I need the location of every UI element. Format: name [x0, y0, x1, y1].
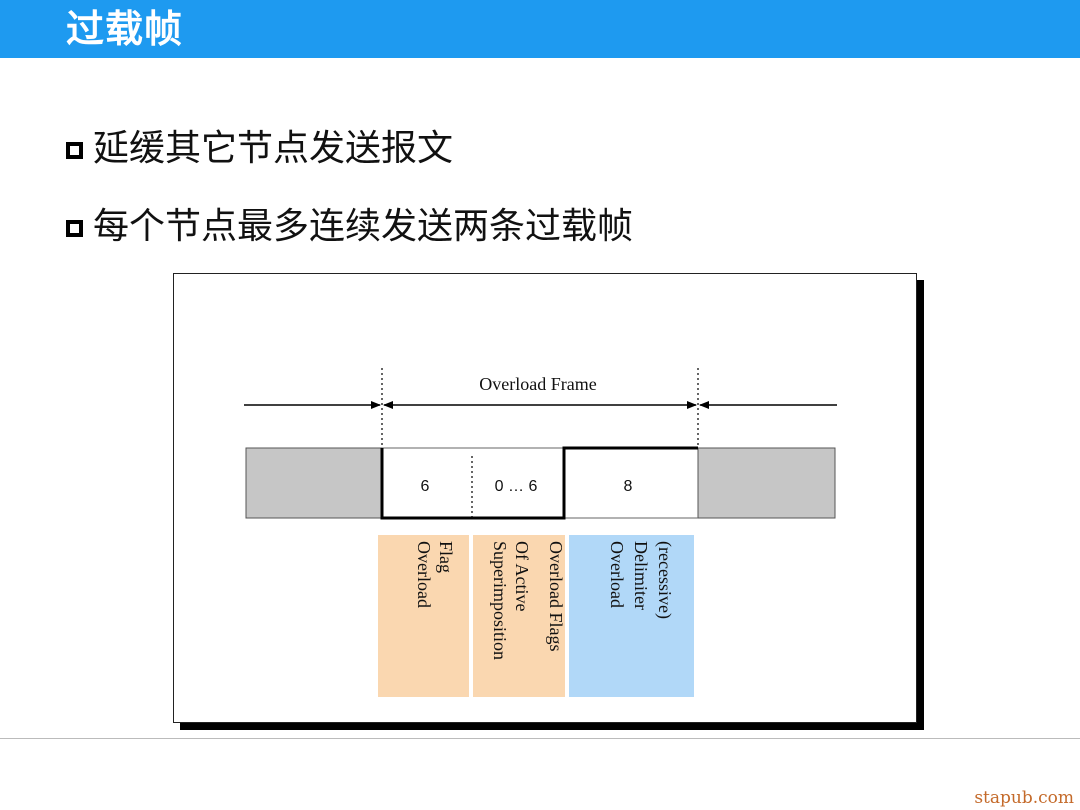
superposition-label-line-3: Overload Flags — [546, 541, 566, 651]
slide-title: 过载帧 — [66, 7, 184, 51]
overload-flag-bits: 6 — [421, 478, 430, 495]
bullet-text: 延缓其它节点发送报文 — [93, 128, 454, 169]
square-bullet-icon — [66, 141, 83, 159]
flag-label-line-1: Overload — [414, 541, 434, 608]
bullet-item: 延缓其它节点发送报文 — [66, 121, 453, 177]
following-frame-segment — [697, 447, 836, 519]
bullet-text: 每个节点最多连续发送两条过载帧 — [93, 206, 634, 247]
delimiter-label-line-3: (recessive) — [654, 541, 675, 619]
delimiter-bits: 8 — [624, 478, 633, 495]
superposition-label-line-2: Of Active — [512, 541, 532, 611]
superposition-label-box — [473, 535, 565, 697]
delimiter-label-line-1: Overload — [607, 541, 627, 608]
title-bar: 过载帧 — [0, 0, 1080, 58]
delimiter-label-box — [569, 535, 694, 697]
superposition-label-line-1: Superimposition — [490, 541, 510, 660]
delimiter-label-line-2: Delimiter — [631, 541, 651, 610]
footer-divider — [0, 738, 1080, 739]
superposition-bits: 0 … 6 — [495, 478, 538, 495]
bullet-item: 每个节点最多连续发送两条过载帧 — [66, 199, 633, 255]
preceding-frame-segment — [245, 447, 383, 519]
overload-frame-label: Overload Frame — [479, 374, 596, 394]
watermark-text: stapub.com — [974, 788, 1074, 808]
signal-waveform — [380, 446, 698, 520]
flag-label-box — [378, 535, 469, 697]
square-bullet-icon — [66, 219, 83, 237]
flag-label-line-2: Flag — [436, 541, 456, 573]
